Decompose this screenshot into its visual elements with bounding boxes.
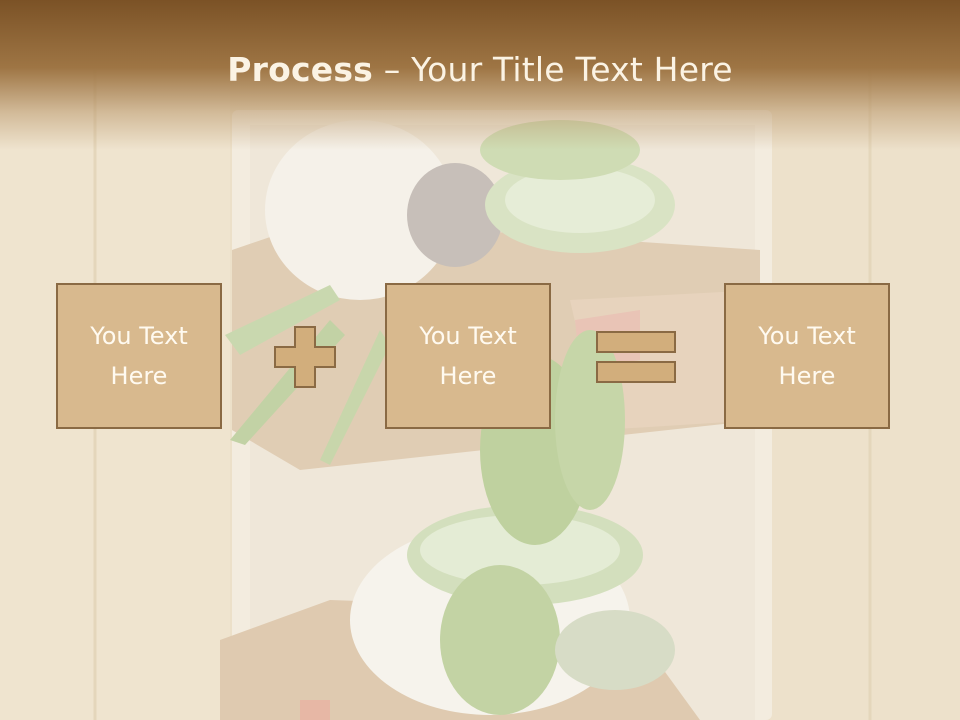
title-bold: Process (227, 50, 374, 89)
process-box-3-text: You Text Here (758, 322, 856, 390)
plus-icon (274, 326, 336, 388)
process-box-2-text: You Text Here (419, 322, 517, 390)
process-box-1-text: You Text Here (90, 322, 188, 390)
process-box-2[interactable]: You Text Here (385, 283, 551, 429)
process-box-1[interactable]: You Text Here (56, 283, 222, 429)
process-box-3[interactable]: You Text Here (724, 283, 890, 429)
title-bar (0, 0, 960, 150)
title-rest: – Your Title Text Here (373, 50, 733, 89)
slide-title: Process – Your Title Text Here (0, 50, 960, 89)
equals-icon (596, 331, 676, 383)
